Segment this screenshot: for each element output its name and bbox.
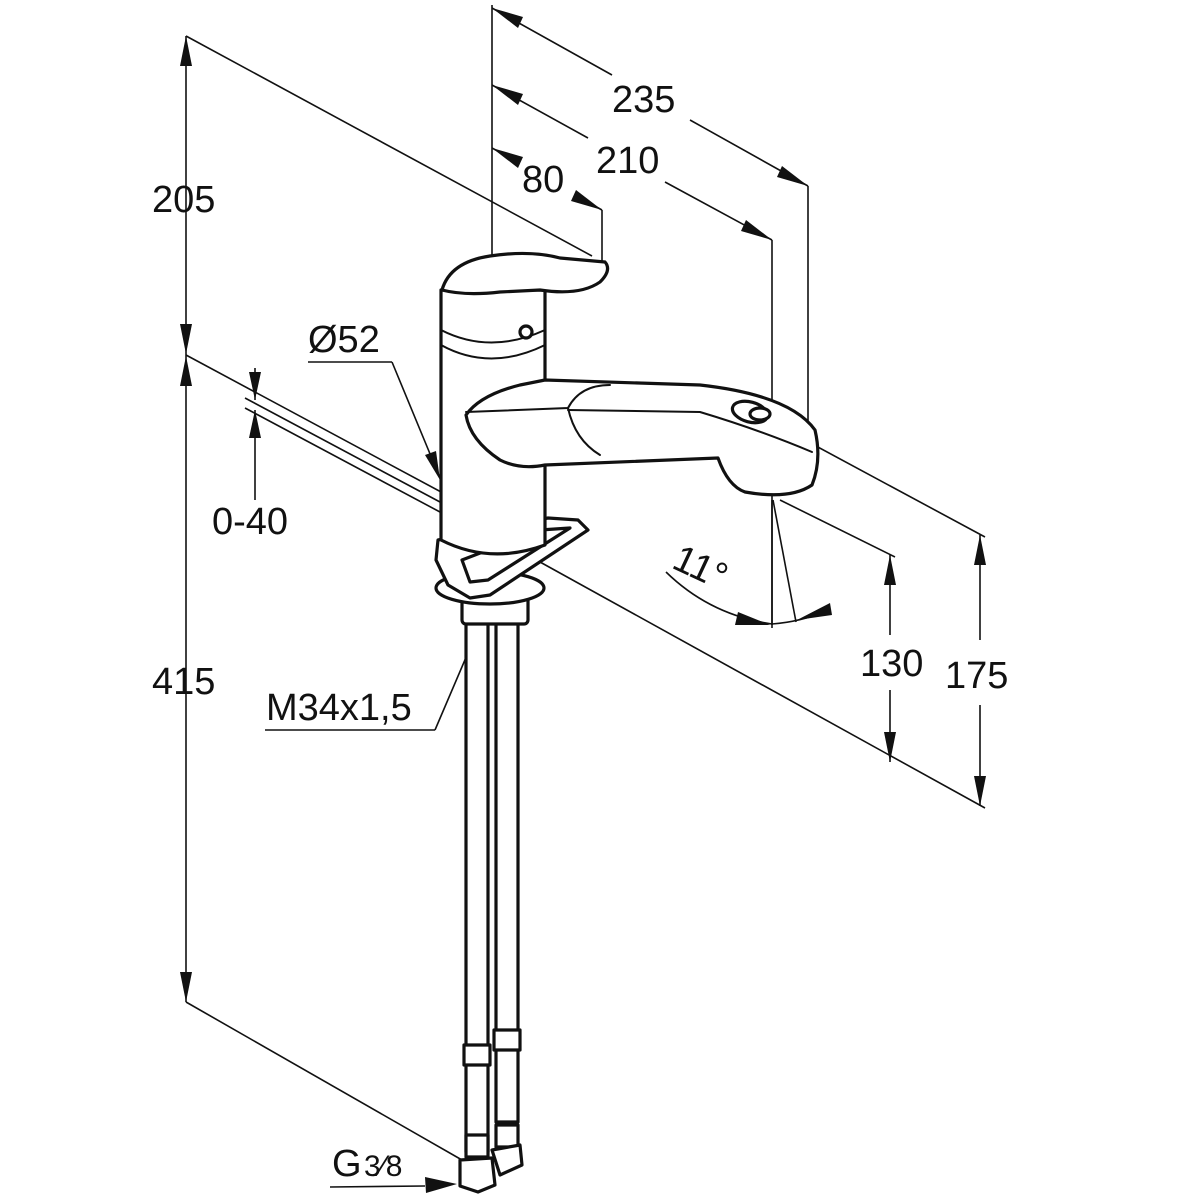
leader-connection (329, 1177, 457, 1193)
dimension-205: 205 (152, 179, 215, 221)
dimension-11-degrees: 11° (667, 537, 734, 598)
dimension-130: 130 (860, 643, 923, 685)
dimension-angle (665, 499, 832, 628)
leader-diameter (308, 361, 441, 480)
lever-handle (440, 251, 610, 296)
supply-hoses (458, 620, 524, 1194)
dimension-0-40 (244, 368, 441, 513)
dimension-235: 235 (612, 79, 675, 121)
dimension-210: 210 (596, 140, 659, 182)
dimension-80: 80 (522, 159, 564, 201)
dimension-thread: M34x1,5 (266, 687, 412, 729)
faucet (434, 251, 820, 1194)
dimension-left-vertical (180, 35, 593, 1161)
dimension-175: 175 (945, 655, 1008, 697)
dimension-diameter-52: Ø52 (308, 319, 380, 361)
dimension-right-vertical (539, 431, 986, 809)
dimension-connection-fraction: 3⁄8 (364, 1150, 402, 1183)
dimension-0-40-label: 0-40 (212, 501, 288, 543)
dimension-connection-g: G (332, 1143, 362, 1185)
dimension-415: 415 (152, 661, 215, 703)
